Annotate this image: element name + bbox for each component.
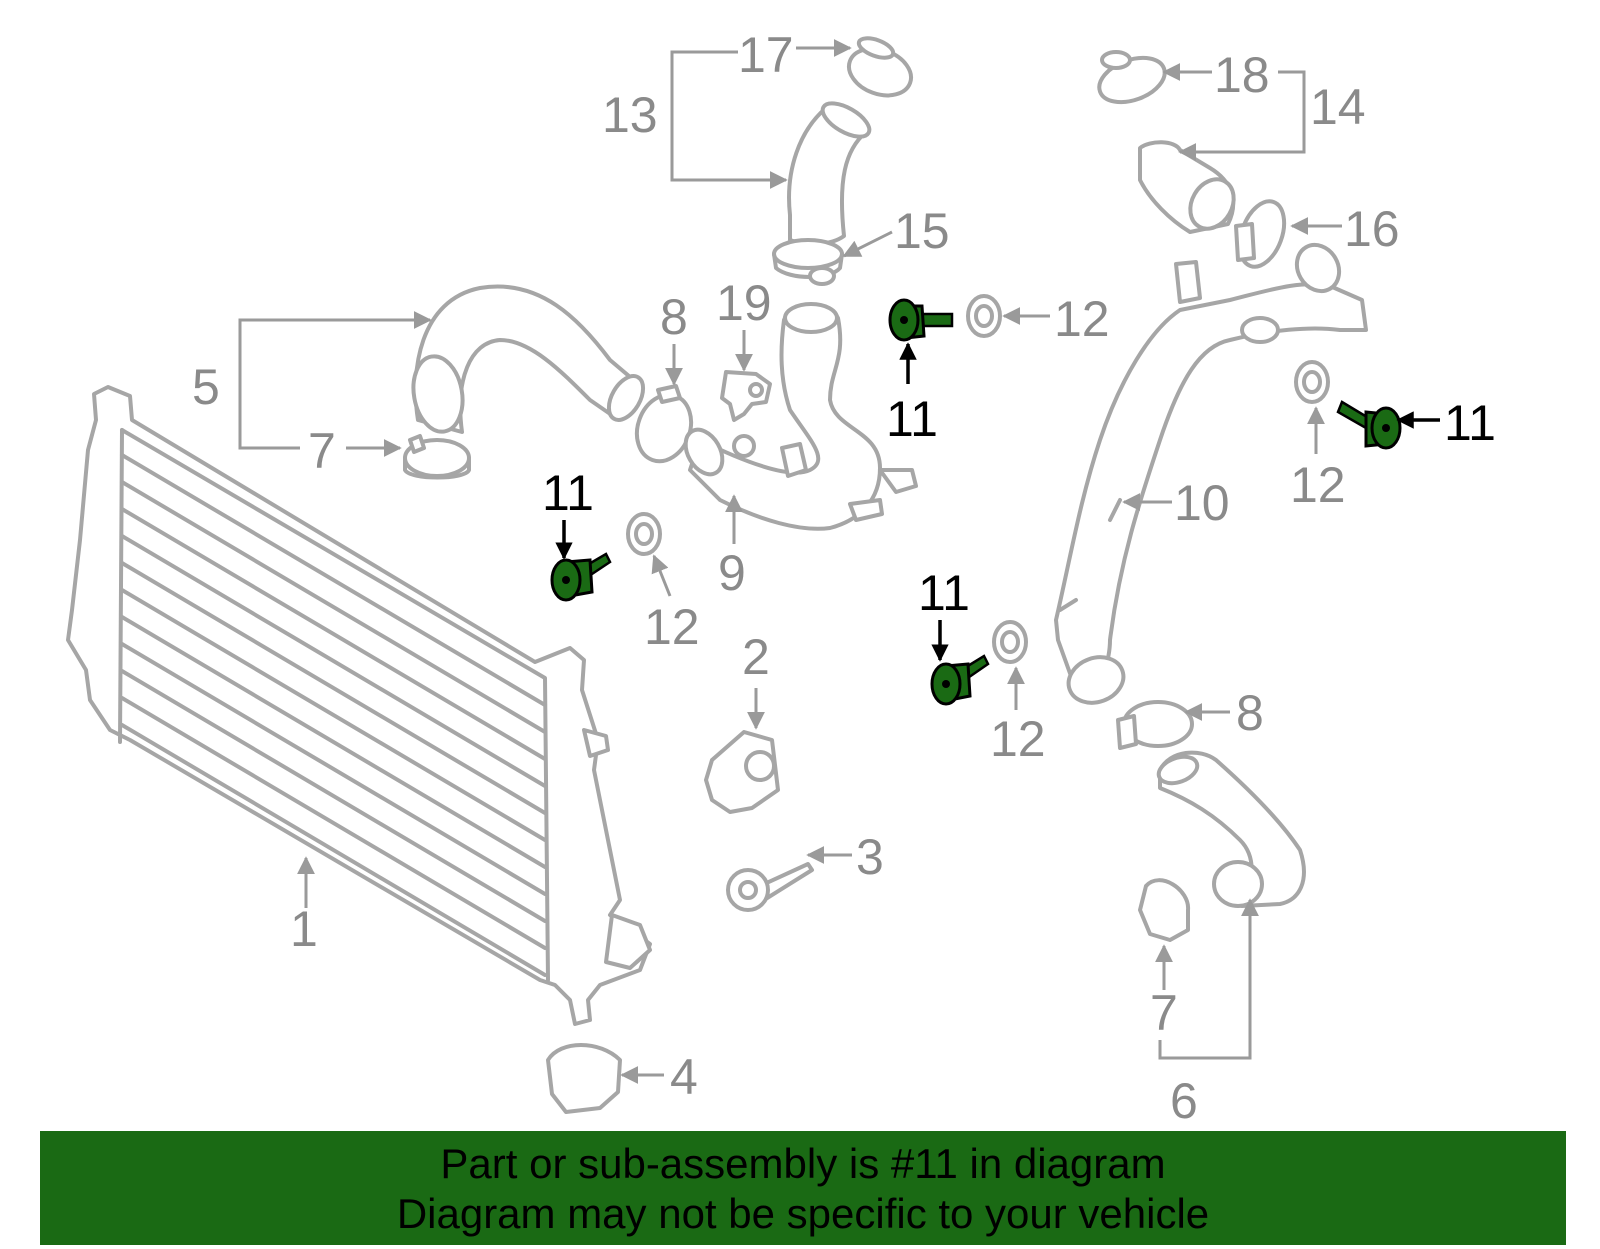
hose-13 (787, 101, 872, 247)
info-banner: Part or sub-assembly is #11 in diagram D… (40, 1131, 1566, 1245)
bolt-11d[interactable] (1336, 400, 1402, 450)
hose-14 (1138, 140, 1236, 234)
callout-12a: 12 (644, 599, 700, 655)
bracket-2 (704, 730, 780, 814)
callout-9: 9 (718, 545, 746, 601)
callout-10: 10 (1174, 475, 1230, 531)
callout-11b[interactable]: 11 (886, 391, 938, 447)
callout-5: 5 (192, 359, 220, 415)
clamp-8-lower (1116, 700, 1194, 750)
clamp-7-lower (1138, 878, 1191, 942)
clamp-8-upper (634, 384, 694, 464)
clamp-16 (1234, 199, 1287, 269)
callout-7-left: 7 (308, 423, 336, 479)
callout-8-upper: 8 (660, 289, 688, 345)
sensor-19 (720, 370, 772, 422)
callout-17: 17 (738, 27, 794, 83)
callout-1: 1 (290, 901, 318, 957)
callout-12b: 12 (1054, 291, 1110, 347)
callout-6: 6 (1170, 1073, 1198, 1129)
banner-line-2: Diagram may not be specific to your vehi… (396, 1190, 1210, 1237)
hose-5 (411, 284, 646, 434)
callout-11c[interactable]: 11 (918, 565, 970, 621)
pipe-9 (683, 302, 918, 531)
bolt-11b[interactable] (888, 298, 954, 342)
pipe-10 (1054, 242, 1368, 705)
callout-3: 3 (856, 829, 884, 885)
washer-12d (1294, 360, 1330, 404)
callout-11a[interactable]: 11 (542, 465, 594, 521)
callout-14: 14 (1310, 79, 1366, 135)
clamp-17 (847, 36, 913, 98)
callout-8-lower: 8 (1236, 685, 1264, 741)
callout-15: 15 (894, 203, 950, 259)
leader-lines (238, 39, 1440, 1084)
callout-7-lower: 7 (1150, 985, 1178, 1041)
callout-19: 19 (716, 275, 772, 331)
callout-4: 4 (670, 1049, 698, 1105)
callout-16: 16 (1344, 201, 1400, 257)
callout-2: 2 (742, 629, 770, 685)
bolt-3 (726, 862, 814, 912)
washer-12c (992, 620, 1028, 664)
banner-line-1: Part or sub-assembly is #11 in diagram (440, 1140, 1166, 1187)
callout-13: 13 (602, 87, 658, 143)
clamp-15 (772, 238, 844, 286)
bolt-11a[interactable] (550, 552, 612, 602)
callout-18: 18 (1214, 47, 1270, 103)
clamp-18 (1097, 50, 1167, 105)
callout-labels: 1 2 3 4 5 6 7 7 8 8 9 10 12 12 12 12 13 … (192, 27, 1496, 1129)
intercooler (66, 385, 652, 1026)
clamp-7-left (403, 434, 471, 480)
cap-4 (546, 1043, 622, 1114)
washer-12a (626, 512, 662, 556)
hose-6 (1156, 750, 1306, 908)
callout-11d[interactable]: 11 (1444, 395, 1496, 451)
bolt-11c[interactable] (930, 654, 990, 706)
callout-12c: 12 (990, 711, 1046, 767)
callout-12d: 12 (1290, 457, 1346, 513)
washer-12b (966, 294, 1002, 338)
intercooler-fins (120, 453, 547, 977)
